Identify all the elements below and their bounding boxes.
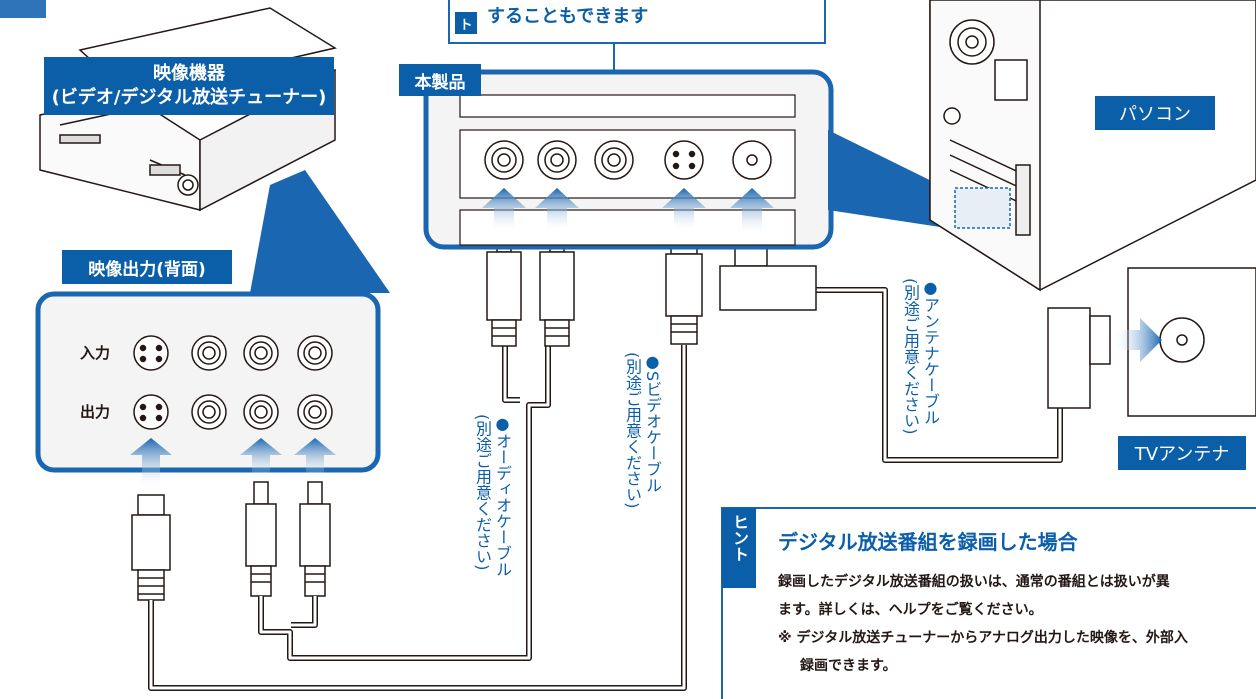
hint-line-4: 録画できます。 xyxy=(800,658,897,674)
svideo-in-jack xyxy=(133,335,169,371)
antenna-cable-note: (別途ご用意ください) xyxy=(901,278,920,435)
output-panel-label: 映像出力(背面) xyxy=(62,250,232,284)
tv-antenna-label: TVアンテナ xyxy=(1118,436,1246,470)
hint-tab-label: ヒント xyxy=(730,514,749,562)
video-device-label: 映像機器 (ビデオ/デジタル放送チューナー) xyxy=(44,57,334,115)
zoom-wedge-product xyxy=(828,130,960,230)
zoom-wedge-device xyxy=(250,170,390,293)
panel-arrows xyxy=(130,438,336,490)
product-jacks xyxy=(484,140,772,180)
svideo-cable-label: ●Sビデオケーブル (別途ご用意ください) xyxy=(622,352,662,508)
input-row-label: 入力 xyxy=(80,344,111,362)
corner-tab xyxy=(0,0,46,18)
antenna-cable-name: ●アンテナケーブル xyxy=(921,278,940,425)
product-arrows xyxy=(482,188,774,236)
audio-cable-note: (別途ご用意ください) xyxy=(473,414,492,571)
output-row-label: 出力 xyxy=(80,403,111,421)
pc-label: パソコン xyxy=(1095,96,1215,130)
svideo-cable-name: ●Sビデオケーブル xyxy=(643,352,662,494)
antenna-socket xyxy=(1047,267,1256,417)
hint-title: デジタル放送番組を録画した場合 xyxy=(778,530,1078,554)
product-board xyxy=(423,69,834,250)
video-device-label-line2: (ビデオ/デジタル放送チューナー) xyxy=(51,87,327,108)
hint-line-3: ※ デジタル放送チューナーからアナログ出力した映像を、外部入 xyxy=(778,630,1188,646)
callout-text: することもできます xyxy=(487,6,649,27)
hint-line-2: ます。詳しくは、ヘルプをご覧ください。 xyxy=(778,602,1043,618)
top-callout xyxy=(448,0,826,140)
antenna-arrow xyxy=(1112,318,1162,362)
callout-tab-label: ト xyxy=(459,17,473,33)
antenna-cable-label: ●アンテナケーブル (別途ご用意ください) xyxy=(900,278,940,434)
audio-cable-name: ●オーディオケーブル xyxy=(493,414,512,577)
svideo-cable-note: (別途ご用意ください) xyxy=(623,352,642,509)
output-panel xyxy=(35,291,381,473)
product-label: 本製品 xyxy=(399,64,481,96)
bottom-plugs xyxy=(131,481,331,601)
pc-illustration xyxy=(929,0,1256,292)
product-plugs xyxy=(486,221,817,347)
hint-body: 録画したデジタル放送番組の扱いは、通常の番組とは扱いが異 ます。詳しくは、ヘルプ… xyxy=(778,568,1256,680)
panel-connectors xyxy=(133,335,333,430)
svideo-out-jack xyxy=(133,394,169,430)
video-device-label-line1: 映像機器 xyxy=(153,63,225,84)
hint-box xyxy=(721,507,1256,699)
hint-line-1: 録画したデジタル放送番組の扱いは、通常の番組とは扱いが異 xyxy=(778,574,1170,590)
audio-cable-label: ●オーディオケーブル (別途ご用意ください) xyxy=(472,414,512,577)
